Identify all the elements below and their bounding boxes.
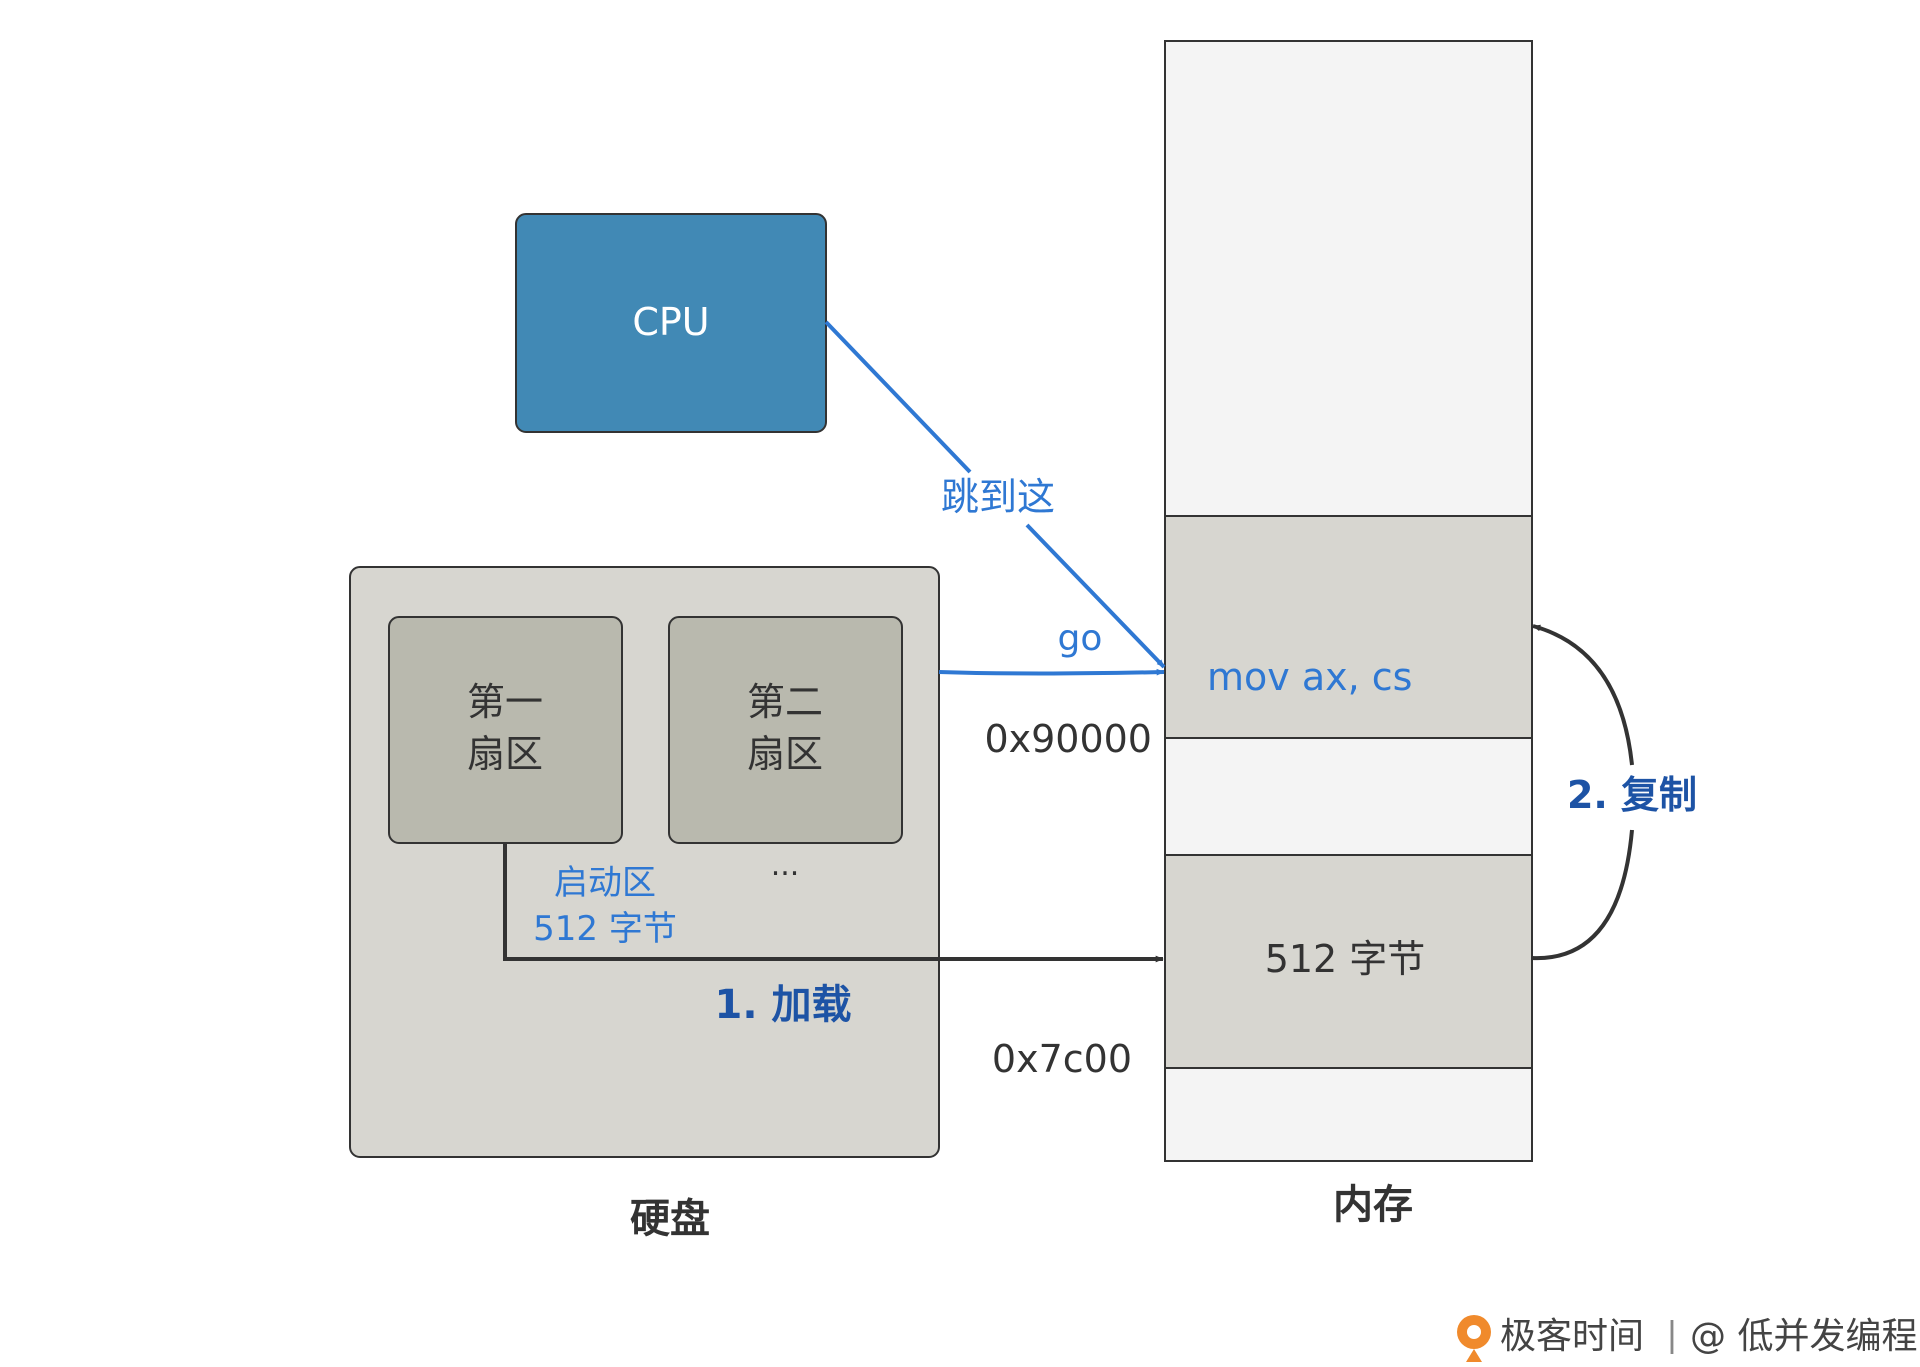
boot-sector-label-line1: 启动区 [554, 863, 656, 903]
jump-arrow-upper [824, 320, 972, 474]
sector-ellipsis: ... [771, 848, 800, 883]
memory-lower-block-text: 512 字节 [1265, 937, 1426, 981]
copy-arrow-upper [1532, 624, 1634, 766]
arrows: 跳到这 go 1. 加载 2. 复制 [503, 320, 1697, 1028]
memory-lower-block [1164, 854, 1533, 1069]
watermark-author: @ 低并发编程 [1690, 1316, 1917, 1357]
load-label: 1. 加载 [715, 982, 852, 1028]
geektime-logo-icon [1457, 1315, 1491, 1362]
cpu: CPU [515, 213, 827, 433]
disk: 第一 扇区 第二 扇区 ... 启动区 512 字节 硬盘 [349, 566, 940, 1242]
sector-1-label-line1: 第一 [467, 680, 543, 724]
address-0x90000: 0x90000 [984, 717, 1152, 761]
go-arrow [938, 668, 1165, 676]
watermark: 极客时间 | @ 低并发编程 [1457, 1315, 1917, 1362]
memory-upper-block-text: mov ax, cs [1207, 655, 1412, 699]
load-arrow [503, 843, 1164, 963]
sector-2-label-line2: 扇区 [747, 732, 823, 776]
memory: mov ax, cs 512 字节 内存 0x90000 0x7c00 [984, 40, 1533, 1228]
sector-2-label-line1: 第二 [747, 680, 823, 724]
go-label: go [1058, 618, 1103, 659]
jump-arrow-lower [1025, 523, 1166, 669]
copy-arrow-lower [1531, 829, 1634, 961]
memory-upper-block [1164, 515, 1533, 739]
disk-caption: 硬盘 [630, 1196, 710, 1242]
copy-label: 2. 复制 [1567, 773, 1697, 817]
boot-sector-label-line2: 512 字节 [533, 909, 677, 949]
sector-1-label-line2: 扇区 [467, 732, 543, 776]
sector-1 [388, 616, 623, 844]
watermark-brand: 极客时间 [1500, 1316, 1644, 1357]
jump-label: 跳到这 [941, 475, 1055, 519]
watermark-separator: | [1666, 1315, 1677, 1355]
address-0x7c00: 0x7c00 [992, 1037, 1132, 1081]
cpu-label: CPU [632, 300, 709, 344]
sector-2 [668, 616, 903, 844]
memory-caption: 内存 [1333, 1182, 1413, 1228]
